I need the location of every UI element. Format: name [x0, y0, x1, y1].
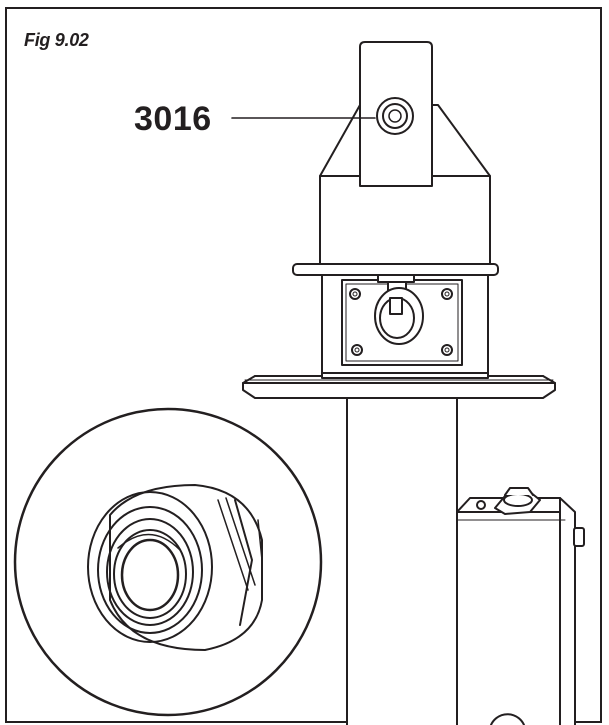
part-callout-number: 3016: [134, 100, 212, 138]
control-box: [456, 487, 585, 725]
figure-label: Fig 9.02: [24, 30, 89, 50]
collar-bar: [292, 263, 499, 276]
detail-magnifier: [13, 407, 323, 717]
mount-housing: [321, 271, 489, 374]
support-column: [346, 397, 458, 725]
top-arm: [359, 41, 433, 187]
